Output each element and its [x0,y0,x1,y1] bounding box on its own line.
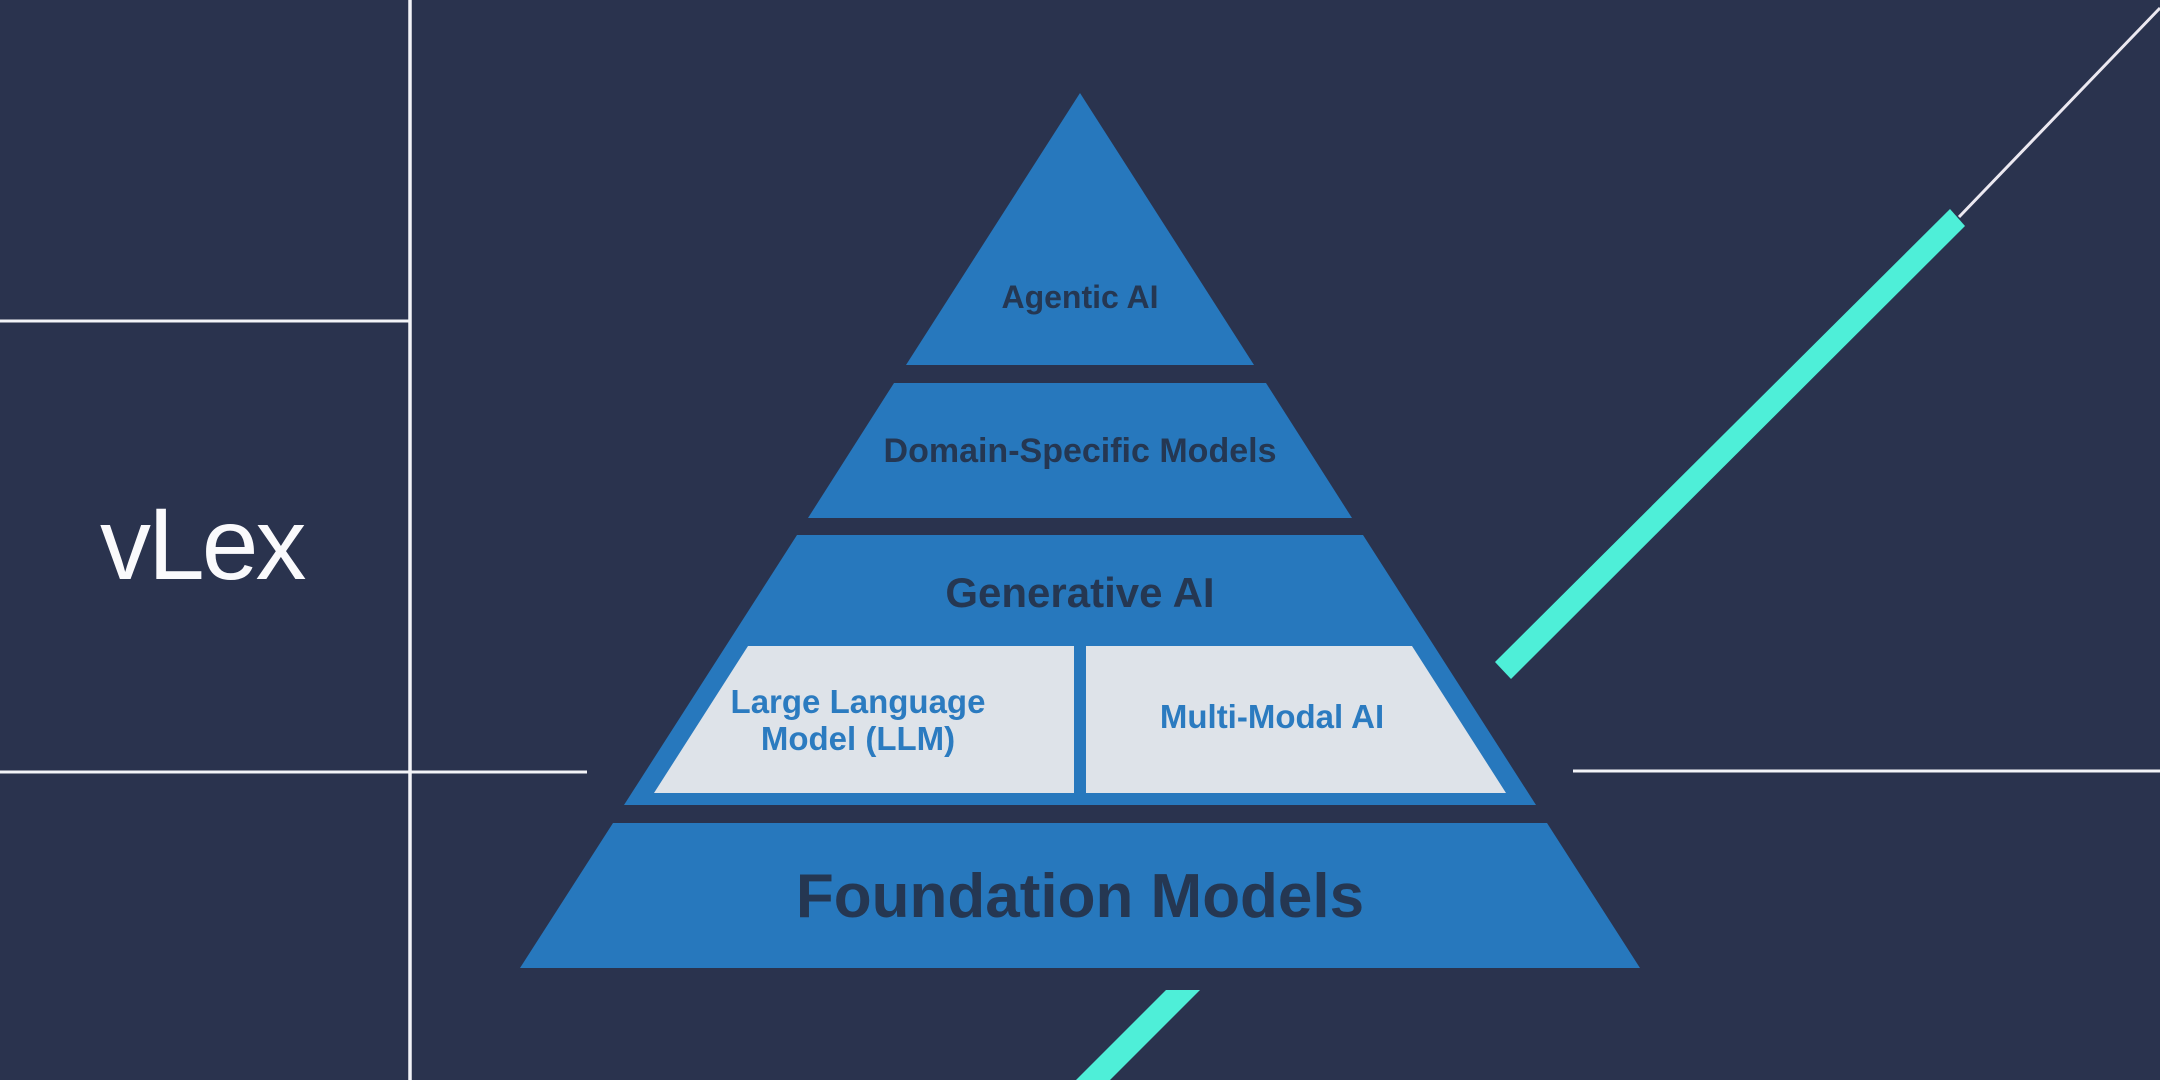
label-foundation-models: Foundation Models [796,862,1364,931]
teal-accent-band-lower [1076,990,1200,1080]
teal-accent-band-upper [1495,209,1965,679]
label-large-language-line1: Large Language [731,683,986,720]
label-multi-modal-ai: Multi-Modal AI [1160,698,1384,735]
vlex-logo: vLex [100,487,306,601]
label-agentic-ai: Agentic AI [1001,279,1158,315]
diagonal-white-line [1957,6,2160,219]
pyramid-layer-foundation-models [520,823,1640,968]
label-large-language-line2: Model (LLM) [761,720,955,757]
sub-box-large-language-model [654,646,1074,793]
label-domain-specific-models: Domain-Specific Models [884,432,1277,470]
sub-box-multi-modal-ai [1086,646,1506,793]
pyramid-layer-agentic-ai [906,93,1254,365]
label-generative-ai: Generative AI [945,569,1214,616]
pyramid-layer-domain-specific-models [808,383,1352,518]
